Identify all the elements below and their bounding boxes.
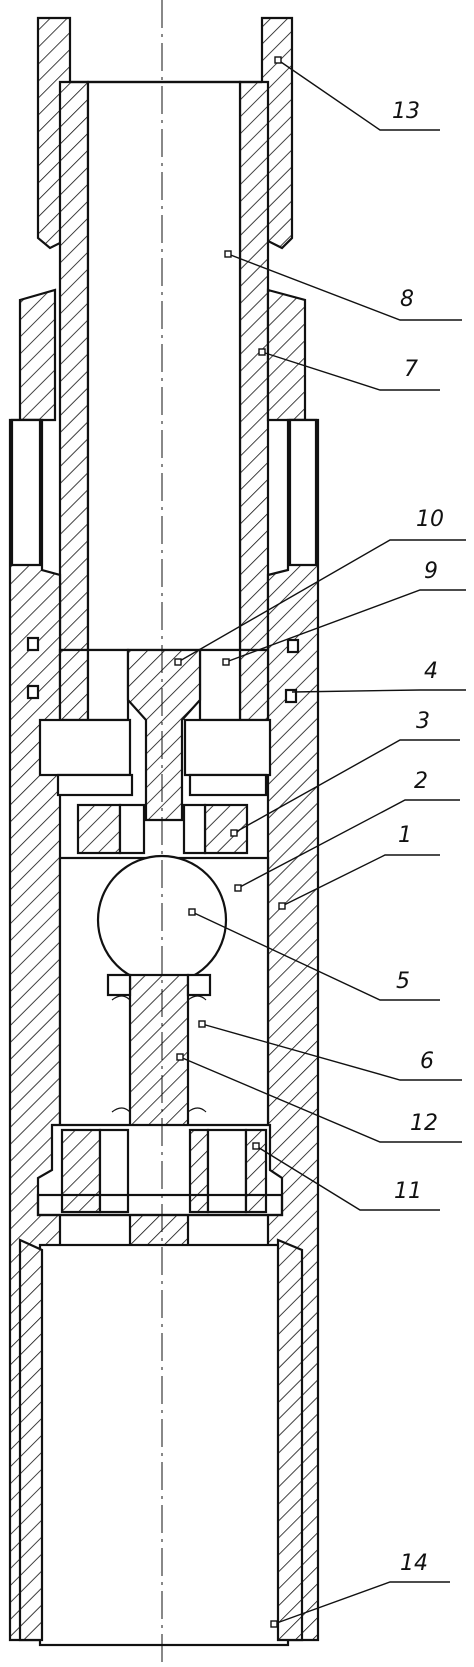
- label-5: 5: [396, 969, 410, 994]
- part-labels: 13 8 7 10 9 4 3 2 1 5 6 12 11 14: [392, 99, 444, 1576]
- seal-rings: [26, 636, 300, 704]
- label-7: 7: [404, 357, 418, 382]
- label-3: 3: [416, 709, 430, 734]
- label-13: 13: [392, 99, 420, 124]
- label-12: 12: [410, 1111, 438, 1136]
- label-1: 1: [398, 823, 412, 848]
- label-4: 4: [424, 659, 438, 684]
- label-2: 2: [414, 769, 428, 794]
- spring-rings: [111, 995, 207, 1113]
- leader-lines: [177, 59, 466, 1625]
- label-9: 9: [424, 559, 438, 584]
- label-10: 10: [416, 507, 444, 532]
- label-11: 11: [394, 1179, 422, 1204]
- upper-tube: [58, 80, 270, 652]
- marker-dots: [174, 56, 286, 1628]
- label-8: 8: [400, 287, 414, 312]
- label-6: 6: [420, 1049, 434, 1074]
- label-14: 14: [400, 1551, 428, 1576]
- seat-ring: [76, 803, 249, 855]
- bottom-guide: [36, 1123, 284, 1217]
- lower-tube: [18, 1238, 304, 1647]
- piston-block: [38, 648, 272, 822]
